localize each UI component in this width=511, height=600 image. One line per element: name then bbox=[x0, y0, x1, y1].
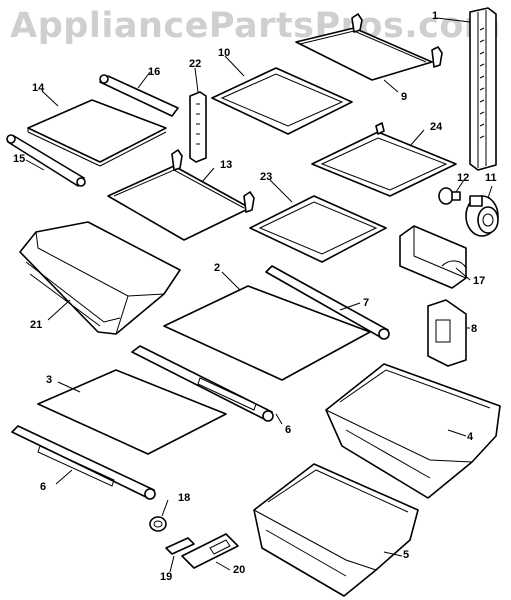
callout-13: 13 bbox=[220, 159, 233, 171]
part-5-crisper-drawer bbox=[253, 463, 419, 597]
callout-7: 7 bbox=[363, 297, 370, 309]
part-24-shelf-frame bbox=[311, 122, 457, 197]
callout-4: 4 bbox=[467, 431, 474, 443]
callout-5: 5 bbox=[403, 549, 410, 561]
callout-23: 23 bbox=[260, 171, 273, 183]
part-15-shelf-trim bbox=[6, 134, 86, 187]
part-16-shelf-trim bbox=[99, 74, 179, 117]
part-22-bracket bbox=[189, 91, 207, 163]
part-18-knob bbox=[149, 516, 167, 532]
part-20-control-cover bbox=[181, 533, 239, 569]
callout-12: 12 bbox=[457, 172, 470, 184]
callout-15: 15 bbox=[13, 153, 26, 165]
part-7-shelf-trim bbox=[265, 265, 390, 340]
part-10-glass-shelf bbox=[211, 67, 353, 135]
callout-17: 17 bbox=[473, 275, 486, 287]
part-11-light-socket bbox=[465, 195, 499, 237]
callout-3: 3 bbox=[46, 374, 53, 386]
part-17-light-housing bbox=[399, 225, 467, 289]
callout-21: 21 bbox=[30, 319, 43, 331]
callout-10: 10 bbox=[218, 47, 231, 59]
part-8-cover bbox=[427, 299, 467, 367]
part-14-shelf-glass bbox=[27, 99, 167, 167]
callout-20: 20 bbox=[233, 564, 246, 576]
part-23-glass-shelf bbox=[249, 195, 387, 263]
part-4-crisper-drawer bbox=[325, 363, 501, 499]
part-1-shelf-track bbox=[469, 7, 497, 171]
leader-lines bbox=[25, 17, 493, 573]
callout-19: 19 bbox=[160, 571, 173, 583]
callout-6-lower: 6 bbox=[40, 481, 47, 493]
part-3-glass-panel bbox=[37, 369, 227, 455]
watermark: AppliancePartsPros.com bbox=[10, 6, 501, 46]
part-6-trim-upper bbox=[131, 345, 274, 422]
callout-2: 2 bbox=[214, 262, 221, 274]
callout-24: 24 bbox=[430, 121, 443, 133]
callout-9: 9 bbox=[401, 91, 408, 103]
callout-22: 22 bbox=[189, 58, 202, 70]
callout-11: 11 bbox=[485, 172, 497, 184]
callout-16: 16 bbox=[148, 66, 161, 78]
part-21-crisper-drawer bbox=[19, 221, 181, 335]
callout-1: 1 bbox=[432, 10, 439, 22]
callout-6-upper: 6 bbox=[285, 424, 292, 436]
part-6-trim-lower bbox=[11, 425, 156, 500]
callout-8: 8 bbox=[471, 323, 478, 335]
part-2-glass-panel bbox=[163, 285, 371, 381]
part-19-slide bbox=[165, 537, 195, 555]
callout-18: 18 bbox=[178, 492, 191, 504]
part-13-cantilever-shelf bbox=[107, 149, 255, 241]
callout-14: 14 bbox=[32, 82, 45, 94]
part-9-cantilever-shelf bbox=[295, 13, 443, 81]
